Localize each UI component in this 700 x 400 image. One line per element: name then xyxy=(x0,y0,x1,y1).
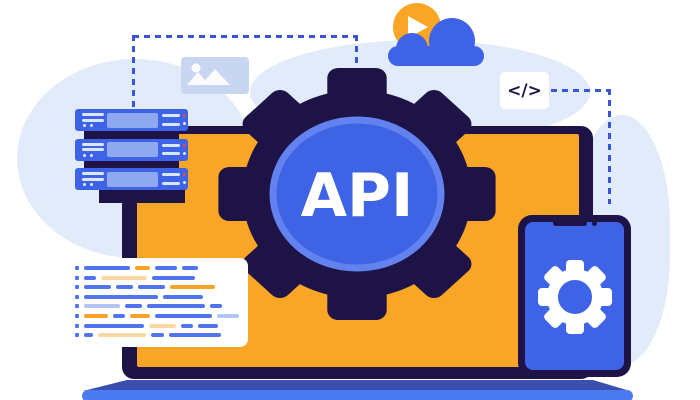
code-bullet xyxy=(75,294,79,299)
server-drive-bar xyxy=(162,181,180,185)
code-bar xyxy=(181,323,193,328)
server-display xyxy=(107,112,158,128)
server-stack xyxy=(75,109,188,205)
code-line xyxy=(75,266,248,270)
code-bar xyxy=(182,266,198,270)
api-gear-icon: API xyxy=(218,68,496,320)
code-bar xyxy=(84,266,130,270)
server-led xyxy=(183,151,186,155)
code-bar xyxy=(84,304,120,309)
api-label: API xyxy=(301,161,414,231)
code-line xyxy=(75,323,248,328)
server-led xyxy=(83,183,86,186)
server-unit xyxy=(75,168,188,190)
code-bullet xyxy=(75,333,79,338)
code-bar xyxy=(163,294,203,299)
code-bar xyxy=(125,304,142,309)
phone-speaker-notch xyxy=(553,221,587,226)
code-bar xyxy=(84,294,158,299)
code-tag-badge: </> xyxy=(500,72,549,109)
code-bar xyxy=(84,323,144,328)
server-led xyxy=(90,183,93,186)
dashed-connector-top xyxy=(133,35,357,38)
server-connector xyxy=(99,187,185,203)
server-vent-line xyxy=(82,172,104,175)
code-bullet xyxy=(75,304,79,309)
server-vent-line xyxy=(82,113,104,116)
code-bar xyxy=(138,285,165,290)
code-line xyxy=(75,333,248,338)
server-drive-bar xyxy=(162,152,180,155)
code-line xyxy=(75,304,248,309)
code-bar xyxy=(198,323,218,328)
code-bar xyxy=(84,333,93,338)
code-line xyxy=(75,313,248,318)
server-drive-bar xyxy=(162,143,180,147)
code-line xyxy=(75,294,248,299)
code-bar xyxy=(147,304,205,309)
code-bar xyxy=(84,313,108,318)
code-bar xyxy=(210,304,222,309)
code-bar xyxy=(116,285,133,290)
code-bar xyxy=(98,333,146,338)
server-drive-bar xyxy=(162,173,180,176)
dashed-connector-right-v xyxy=(608,89,611,204)
code-lines xyxy=(75,266,248,338)
server-unit xyxy=(75,109,188,131)
server-vent-line xyxy=(82,148,104,151)
code-tag-label: </> xyxy=(507,80,542,101)
code-bar xyxy=(155,266,177,270)
server-vent-line xyxy=(82,118,104,122)
server-drive-bar xyxy=(162,122,180,126)
code-bullet xyxy=(75,266,79,270)
server-display xyxy=(107,142,158,157)
server-led xyxy=(83,124,86,127)
server-led xyxy=(90,124,93,127)
code-bar xyxy=(101,275,147,280)
code-bullet xyxy=(75,313,79,318)
code-line xyxy=(75,275,248,280)
server-drive-bar xyxy=(162,114,180,117)
server-status-led xyxy=(183,114,186,117)
server-vent-line xyxy=(82,177,104,181)
server-led xyxy=(183,122,186,125)
server-vent-line xyxy=(82,142,104,146)
code-bar xyxy=(149,323,176,328)
server-led xyxy=(83,153,86,157)
settings-gear-icon xyxy=(538,260,612,334)
image-placeholder-icon xyxy=(181,57,249,94)
code-bar xyxy=(84,275,96,280)
mountains-sun-icon xyxy=(187,63,230,85)
code-bullet xyxy=(75,275,79,280)
code-bar xyxy=(155,313,212,318)
code-bar xyxy=(151,333,164,338)
server-display xyxy=(107,171,158,187)
dashed-connector-right-h xyxy=(551,89,609,92)
server-unit xyxy=(75,138,188,161)
phone-camera-dot xyxy=(592,221,597,226)
code-bar xyxy=(169,333,221,338)
server-led xyxy=(183,181,186,184)
dashed-connector-center xyxy=(355,35,358,71)
laptop-bottom-edge xyxy=(82,390,633,400)
laptop-base xyxy=(83,380,630,391)
code-bar xyxy=(170,285,215,290)
code-line xyxy=(75,285,248,290)
code-bar xyxy=(152,275,195,280)
code-bullet xyxy=(75,285,79,290)
server-led xyxy=(90,153,93,157)
code-bullet xyxy=(75,323,79,328)
code-bar xyxy=(84,285,111,290)
code-bar xyxy=(130,313,150,318)
code-bar xyxy=(135,266,150,270)
dashed-connector-left xyxy=(132,35,135,111)
server-status-led xyxy=(183,143,186,147)
code-bar xyxy=(217,313,239,318)
server-status-led xyxy=(183,173,186,176)
code-bar xyxy=(113,313,125,318)
code-panel xyxy=(65,258,248,347)
cloud-icon-base xyxy=(388,46,484,66)
